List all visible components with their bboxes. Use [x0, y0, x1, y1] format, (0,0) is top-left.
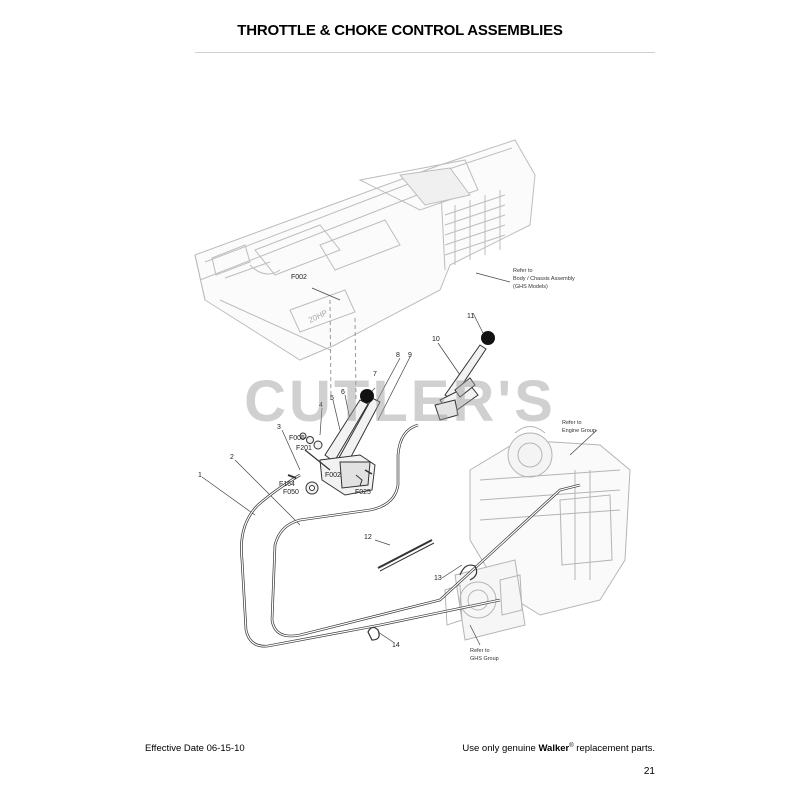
throttle-knob — [360, 389, 374, 403]
page-number: 21 — [643, 766, 655, 777]
engine-illustration — [444, 426, 631, 641]
footer-note-prefix: Use only genuine — [462, 743, 539, 755]
label-11: 11 — [467, 313, 474, 320]
clip-part — [459, 564, 478, 581]
throttle-cable-inner — [240, 474, 501, 647]
label-4: 4 — [319, 402, 323, 409]
label-7: 7 — [373, 371, 377, 378]
label-f025: F025 — [355, 489, 371, 496]
label-13: 13 — [434, 575, 442, 582]
label-f050: F050 — [283, 489, 299, 496]
label-10: 10 — [432, 336, 440, 343]
label-f002-top: F002 — [291, 274, 307, 281]
label-9: 9 — [408, 352, 412, 359]
label-1: 1 — [198, 472, 202, 479]
body-chassis-illustration — [194, 139, 536, 401]
choke-cable-inner — [271, 424, 581, 637]
label-6: 6 — [341, 389, 345, 396]
footer-note-suffix: replacement parts. — [573, 743, 655, 755]
callout-engine-line1: Refer to — [562, 420, 582, 426]
callout-engine-line2: Engine Group — [562, 428, 596, 434]
effective-date: Effective Date 06-15-10 — [145, 743, 245, 754]
page-title: THROTTLE & CHOKE CONTROL ASSEMBLIES — [237, 22, 563, 39]
cable-tie-part — [367, 626, 380, 641]
label-f201: F201 — [296, 445, 312, 452]
choke-knob — [481, 331, 495, 345]
registered-mark: ® — [569, 743, 574, 749]
label-5: 5 — [330, 395, 334, 402]
choke-lever-assembly — [434, 344, 487, 421]
spring-part — [377, 539, 435, 572]
title-divider — [195, 52, 655, 53]
label-12: 12 — [364, 534, 372, 541]
callout-ghs-line2: GHS Group — [470, 656, 499, 662]
footer-brand: Walker — [538, 743, 570, 755]
label-f164: F164 — [279, 481, 295, 488]
label-3: 3 — [277, 424, 281, 431]
callout-body-line3: (GHS Models) — [513, 284, 548, 290]
callout-body-line1: Refer to — [513, 268, 533, 274]
callout-ghs-line1: Refer to — [470, 648, 490, 654]
label-f002-mid: F002 — [325, 472, 341, 479]
footer-note: Use only genuine Walker® replacement par… — [462, 743, 655, 754]
label-2: 2 — [230, 454, 234, 461]
label-8: 8 — [396, 352, 400, 359]
label-f005: F005 — [289, 435, 305, 442]
throttle-lever-assembly — [287, 397, 381, 496]
label-14: 14 — [392, 642, 400, 649]
callout-body-line2: Body / Chassis Assembly — [513, 276, 575, 282]
